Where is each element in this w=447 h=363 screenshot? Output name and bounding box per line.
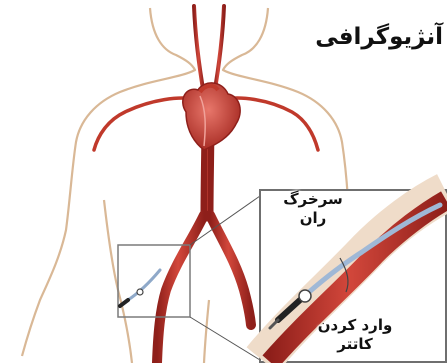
heart [183,83,240,150]
femoral-artery-label-line2: ران [258,209,368,228]
femoral-artery-label-line1: سرخرگ [258,190,368,209]
catheter-insertion-label: وارد کردن کاتتر [280,316,430,354]
catheter-small [120,270,160,306]
catheter-insertion-label-line1: وارد کردن [280,316,430,335]
carotid-arteries [194,6,224,95]
catheter-insertion-label-line2: کاتتر [280,335,430,354]
femoral-artery-label: سرخرگ ران [258,190,368,228]
diagram-title: آنژیوگرافی [315,24,443,50]
